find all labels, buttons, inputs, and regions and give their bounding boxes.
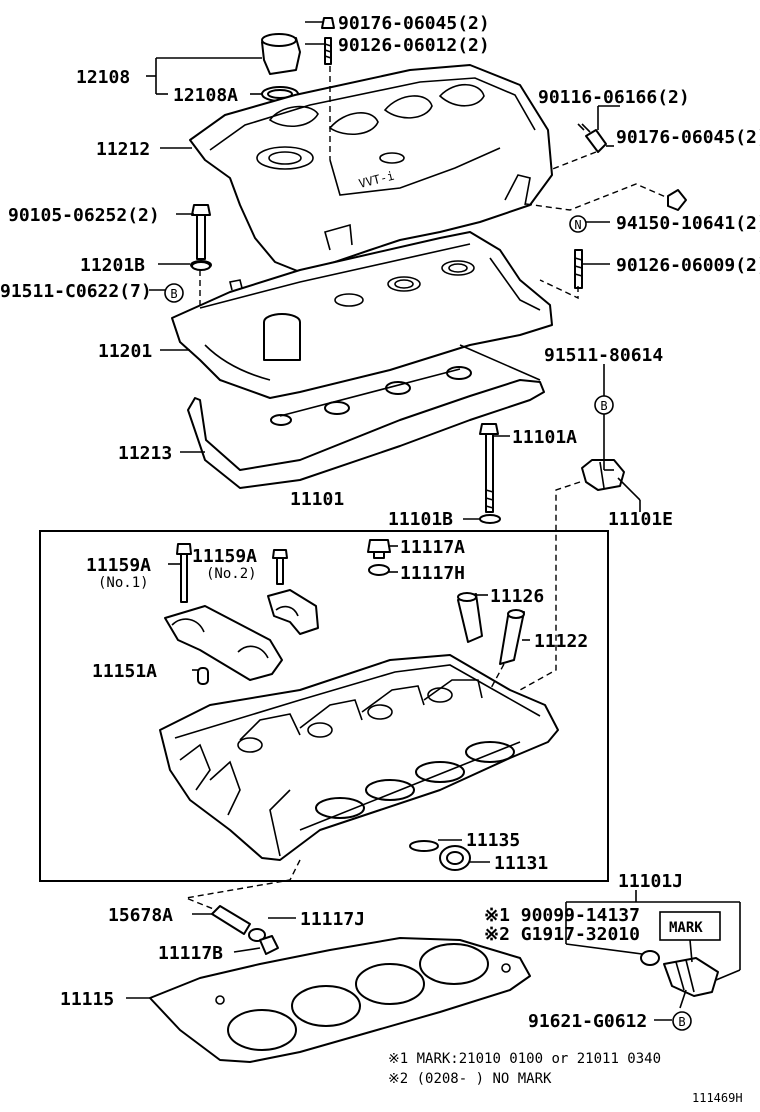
cylinder-head-gasket [149,937,531,1063]
plug-11117b [259,935,279,955]
label-note-x2: ※2 G1917-32010 [484,924,640,945]
engine-cover: VVT-i [189,64,553,273]
label-11135: 11135 [466,830,520,851]
svg-text:N: N [574,218,581,232]
plug-11117a [367,539,391,559]
part-11122 [499,609,525,665]
gasket-11117j [248,928,266,942]
label-90126-06012: 90126-06012(2) [338,35,490,56]
label-11159a-1: 11159A [86,555,151,576]
label-11201: 11201 [98,341,152,362]
leader-lines [126,21,741,1021]
label-12108: 12108 [76,67,130,88]
cover-bolt-90116 [577,123,607,153]
label-94150-10641: 94150-10641(2) [616,213,760,234]
label-11117b: 11117B [158,943,223,964]
svg-text:B: B [170,287,177,301]
washer-11201b [191,261,211,271]
label-11101e: 11101E [608,509,673,530]
label-91511-80614: 91511-80614 [544,345,663,366]
label-11151a: 11151A [92,661,157,682]
label-11101: 11101 [290,489,344,510]
ring-11135 [409,840,439,852]
callout-b-left: B [164,283,184,303]
figure-id: 111469H [692,1091,743,1105]
label-11101j: 11101J [618,871,683,892]
head-cover-gasket [187,344,545,489]
label-90176-06045-top: 90176-06045(2) [338,13,490,34]
callout-b-bottom: B [672,1011,692,1031]
callout-n: N [569,215,587,233]
label-no1: (No.1) [98,575,149,591]
label-91621-g0612: 91621-G0612 [528,1011,647,1032]
camshaft-bearing-cap-no1 [164,605,283,681]
label-11131: 11131 [494,853,548,874]
label-91511-c0622: 91511-C0622(7) [0,281,152,302]
label-11101a: 11101A [512,427,577,448]
label-11159a-2: 11159A [192,546,257,567]
gasket-11117h [368,564,390,576]
cover-nut-90176-right [667,189,687,211]
label-note-x1: ※1 90099-14137 [484,905,640,926]
svg-text:B: B [600,399,607,413]
label-90126-06009: 90126-06009(2) [616,255,760,276]
part-labels: 90176-06045(2) 90126-06012(2) 12108 1210… [0,13,760,1105]
label-no2: (No.2) [206,566,257,582]
label-11201b: 11201B [80,255,145,276]
label-90116-06166: 90116-06166(2) [538,87,690,108]
head-bolt-11101a [479,423,499,513]
dashed-assembly-lines [183,66,669,911]
cylinder-head-subassembly-box [39,530,609,882]
label-11126: 11126 [490,586,544,607]
label-12108a: 12108A [173,85,238,106]
part-11126 [457,592,483,643]
plug-11101e [581,459,625,491]
camshaft-bearing-cap-no2 [267,589,319,635]
callout-b-right: B [594,395,614,415]
seal-11131 [439,845,471,871]
cylinder-head-cover [171,231,553,399]
cylinder-head [159,654,559,861]
washer-11101b [479,514,501,524]
label-11213: 11213 [118,443,172,464]
label-90105-06252: 90105-06252(2) [8,205,160,226]
footnote-1: ※1 MARK:21010 0100 or 21011 0340 [388,1051,661,1067]
label-11117a: 11117A [400,537,465,558]
label-90176-06045-right: 90176-06045(2) [616,127,760,148]
cover-nut-stud-top [321,17,335,65]
label-11212: 11212 [96,139,150,160]
oil-control-valve-assy [640,950,719,997]
label-11115: 11115 [60,989,114,1010]
label-11117j: 11117J [300,909,365,930]
cam-cap-bolt-no2 [272,549,288,585]
dowel-pin-11151a [197,667,209,685]
part-15678a [211,905,251,935]
footnote-2: ※2 (0208- ) NO MARK [388,1071,552,1087]
oil-filler-cap [261,33,301,75]
cam-cap-bolt-no1 [176,543,192,603]
label-mark: MARK [669,920,703,936]
label-11101b: 11101B [388,509,453,530]
cover-stud-90126-06009 [574,249,583,289]
label-11117h: 11117H [400,563,465,584]
label-15678a: 15678A [108,905,173,926]
svg-text:B: B [678,1015,685,1029]
label-11122: 11122 [534,631,588,652]
